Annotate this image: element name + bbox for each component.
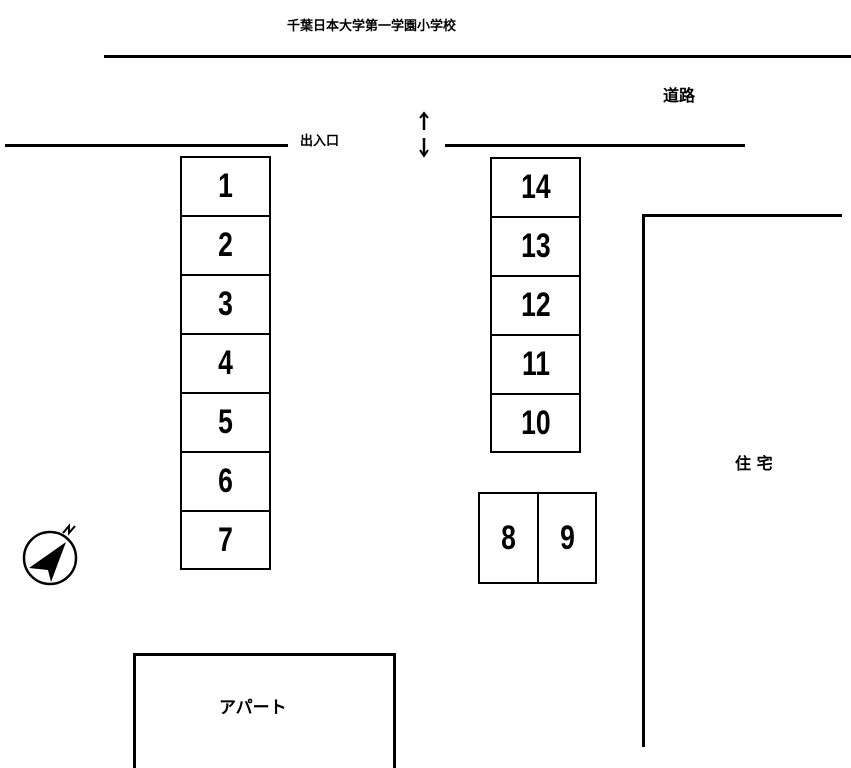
parking-slot-12[interactable]: 12 — [490, 275, 581, 336]
apartment-building — [133, 653, 396, 768]
house-label: 住 宅 — [735, 454, 773, 473]
parking-slot-9[interactable]: 9 — [537, 492, 597, 584]
parking-slot-13[interactable]: 13 — [490, 216, 581, 277]
up-down-arrow-icon — [414, 110, 434, 160]
slot-number: 7 — [218, 520, 233, 559]
slot-number: 6 — [218, 462, 233, 500]
parking-slot-5[interactable]: 5 — [180, 392, 271, 453]
slot-number: 9 — [559, 518, 575, 557]
slot-number: 10 — [520, 403, 551, 442]
slot-number: 11 — [521, 345, 550, 383]
parking-slot-4[interactable]: 4 — [180, 333, 271, 394]
school-boundary-line — [104, 55, 851, 58]
slot-number: 3 — [218, 285, 233, 323]
apartment-label: アパート — [219, 698, 287, 718]
slot-number: 1 — [218, 167, 233, 205]
slot-number: 5 — [218, 403, 233, 441]
road-label: 道路 — [663, 86, 696, 105]
parking-slot-11[interactable]: 11 — [490, 334, 581, 395]
house-boundary-top — [642, 214, 842, 217]
parking-slot-14[interactable]: 14 — [490, 157, 581, 218]
lot-boundary-right — [445, 144, 745, 147]
slot-number: 12 — [520, 286, 551, 324]
parking-slot-10[interactable]: 10 — [490, 393, 581, 453]
parking-slot-8[interactable]: 8 — [478, 492, 539, 584]
slot-number: 2 — [218, 226, 233, 264]
parking-slot-7[interactable]: 7 — [180, 510, 271, 570]
slot-number: 13 — [520, 227, 551, 265]
parking-slot-3[interactable]: 3 — [180, 274, 271, 335]
house-boundary-left — [642, 214, 645, 747]
parking-slot-1[interactable]: 1 — [180, 156, 271, 217]
entrance-label: 出入口 — [300, 134, 340, 149]
parking-slot-6[interactable]: 6 — [180, 451, 271, 512]
compass-north-arrow-icon — [20, 520, 85, 590]
slot-number: 14 — [520, 168, 551, 206]
lot-boundary-left — [5, 144, 288, 147]
slot-number: 8 — [501, 518, 516, 557]
slot-number: 4 — [218, 344, 233, 382]
parking-slot-2[interactable]: 2 — [180, 215, 271, 276]
school-label: 千葉日本大学第一学園小学校 — [287, 19, 457, 34]
